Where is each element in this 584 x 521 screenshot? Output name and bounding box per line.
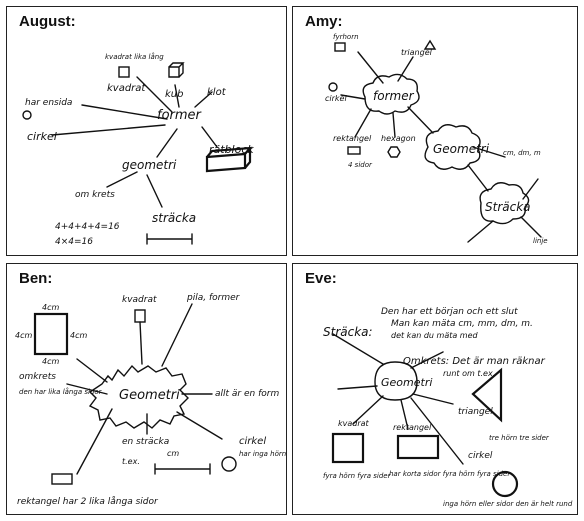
eve-geometri: Geometri <box>381 376 432 389</box>
august-mindmap: former kvadrat kub klot rätblock cirkel … <box>22 52 254 247</box>
amy-geometri: Geometri <box>433 142 490 156</box>
triangle-sketch-icon <box>423 39 437 50</box>
amy-hexagon: hexagon <box>381 134 416 143</box>
eve-strackatext2: Man kan mäta cm, mm, dm, m. <box>391 319 533 329</box>
amy-cm: cm, dm, m <box>503 149 541 157</box>
cloud-former <box>362 73 420 115</box>
eve-omkrets: Omkrets: Det är man räknar <box>403 356 546 367</box>
eve-strackatext3: det kan du mäta med <box>391 331 479 340</box>
center-oval <box>374 361 418 401</box>
ben-cm4c: 4cm <box>70 331 87 340</box>
august-eq1: 4+4+4+4=16 <box>55 222 120 232</box>
august-cirkel: cirkel <box>27 130 57 143</box>
amy-stracka: Sträcka <box>485 200 531 214</box>
eve-cirkel: cirkel <box>468 451 493 461</box>
panel-august: former kvadrat kub klot rätblock cirkel … <box>6 6 287 256</box>
ben-likasidor: den har lika långa sidor <box>19 387 103 396</box>
ben-pilar: pila, former <box>186 293 241 303</box>
august-stracka: sträcka <box>152 211 196 225</box>
circle-sketch-icon <box>491 470 519 498</box>
square-sketch-icon <box>118 66 130 78</box>
august-small2: kvadrat lika lång <box>105 52 164 61</box>
rectangle-sketch-icon <box>51 473 73 485</box>
rectangle-sketch-icon <box>396 434 440 460</box>
eve-omkrets2: runt om t.ex. <box>443 369 495 378</box>
ben-cm4d: 4cm <box>42 357 59 366</box>
eve-mindmap: Geometri Sträcka: Den har ett början och… <box>323 307 573 508</box>
square-sketch-icon <box>331 432 365 464</box>
segment-sketch-icon <box>146 233 193 245</box>
august-former: former <box>157 108 203 123</box>
rectangle-sketch-icon <box>347 146 361 155</box>
ben-omkrets: omkrets <box>19 372 56 382</box>
panel-amy: former Geometri Sträcka triangel cirkel … <box>292 6 578 256</box>
ben-cm4a: 4cm <box>42 303 59 312</box>
amy-triangel: triangel <box>401 48 433 57</box>
hexagon-sketch-icon <box>387 146 401 158</box>
amy-linje: linje <box>533 237 548 245</box>
ben-cm4b: 4cm <box>15 331 32 340</box>
square-sketch-icon <box>33 312 69 356</box>
ben-cirkeltext: har inga hörn eller sidor <box>239 450 287 458</box>
ben-allt: allt är en form <box>215 389 279 399</box>
cloud-stracka <box>479 182 530 225</box>
august-kub: kub <box>165 89 183 100</box>
triangle-sketch-icon <box>471 367 503 423</box>
ben-cirkel: cirkel <box>239 436 266 447</box>
august-small1: har ensida <box>25 98 72 108</box>
panel-title: August: <box>19 13 76 30</box>
panel-ben: Geometri kvadrat 4cm 4cm 4cm 4cm omkrets… <box>6 263 287 515</box>
ben-rektangel: rektangel har 2 lika långa sidor <box>17 496 159 507</box>
segment-sketch-icon <box>154 463 211 475</box>
ben-mindmap: Geometri kvadrat 4cm 4cm 4cm 4cm omkrets… <box>15 293 287 507</box>
cube-sketch-icon <box>168 62 185 78</box>
ben-geometri: Geometri <box>119 388 180 403</box>
circle-sketch-icon <box>328 82 338 92</box>
square-sketch-icon <box>334 42 346 52</box>
ben-cm: cm <box>167 449 179 458</box>
august-ratblock: rätblock <box>209 143 254 156</box>
circle-sketch-icon <box>22 110 32 120</box>
ben-kvadrat: kvadrat <box>122 295 157 305</box>
eve-strackatext: Den har ett början och ett slut <box>381 307 518 317</box>
eve-kvadrattext: fyra hörn fyra sider <box>323 472 392 480</box>
small-rect-sketch-icon <box>134 309 146 323</box>
august-geometri: geometri <box>122 158 177 172</box>
amy-cirkel: cirkel <box>325 94 347 103</box>
eve-cirkeltext: inga hörn eller sidor den är helt rund <box>443 500 573 508</box>
august-klot: klot <box>207 87 227 98</box>
block-sketch-icon <box>205 146 253 173</box>
amy-mindmap: former Geometri Sträcka triangel cirkel … <box>325 33 548 245</box>
eve-rektangeltext: har korta sidor fyra hörn fyra sider <box>389 470 511 478</box>
eve-rektangel: rektangel <box>393 423 432 432</box>
eve-triangeltext: tre hörn tre sider <box>489 434 550 442</box>
panel-title: Ben: <box>19 270 53 287</box>
amy-former: former <box>373 89 415 103</box>
panel-title: Amy: <box>305 13 343 30</box>
eve-kvadrat: kvadrat <box>338 419 370 428</box>
amy-fyrhorn: fyrhorn <box>333 33 359 41</box>
amy-rektangel: rektangel <box>333 134 372 143</box>
circle-sketch-icon <box>221 456 237 472</box>
august-eq2: 4×4=16 <box>55 237 93 247</box>
cloud-geometri <box>88 364 189 429</box>
amy-fyrkant: 4 sidor <box>348 161 373 169</box>
panel-title: Eve: <box>305 270 337 287</box>
eve-triangel: triangel <box>458 407 493 417</box>
panel-eve: Geometri Sträcka: Den har ett början och… <box>292 263 578 515</box>
ben-stracka: en sträcka <box>122 437 169 447</box>
eve-stracka: Sträcka: <box>323 325 373 339</box>
ben-ex: t.ex. <box>122 457 140 466</box>
august-kvadrat: kvadrat <box>107 83 146 94</box>
august-omkrets: om krets <box>75 190 115 200</box>
